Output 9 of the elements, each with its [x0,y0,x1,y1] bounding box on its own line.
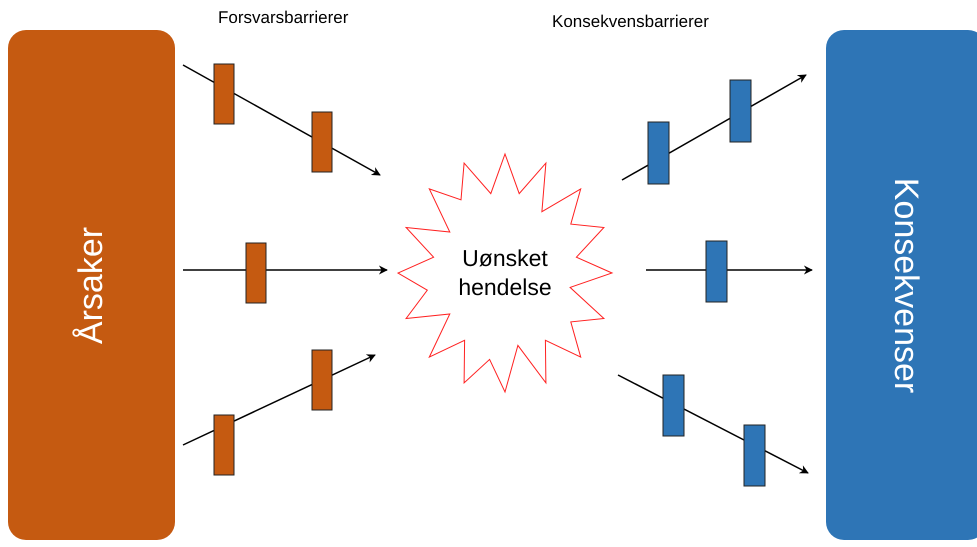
cause-box [8,30,175,540]
barrier-heading: Forsvarsbarrierer [218,8,348,28]
box-label: Årsaker [72,226,111,344]
event-starburst [396,152,614,394]
event-label: Uønsket hendelse [457,244,553,302]
box-label: Konsekvenser [886,177,926,393]
barrier-heading: Konsekvensbarrierer [552,12,709,32]
consequence-box [826,30,977,540]
arrow [183,266,388,274]
